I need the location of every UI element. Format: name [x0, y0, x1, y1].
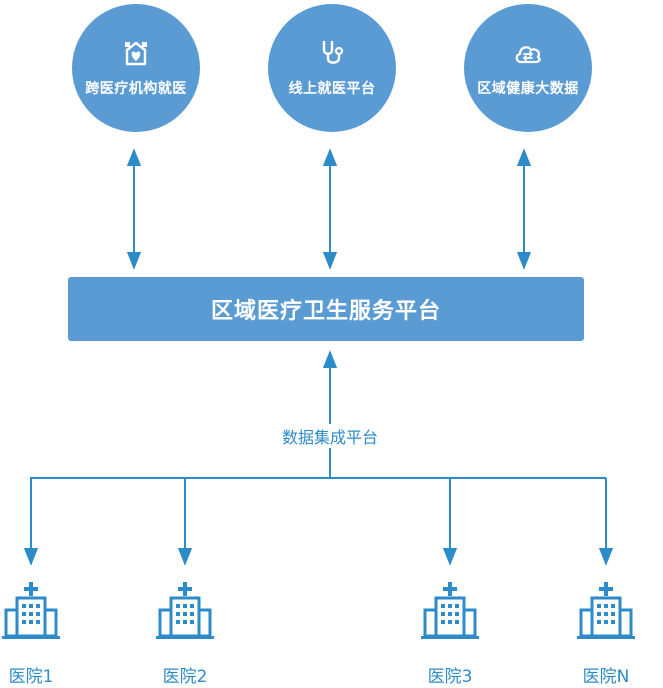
- service-label: 区域健康大数据: [477, 81, 579, 97]
- hospital-building-icon: [577, 582, 635, 639]
- service-node-online: 线上就医平台: [268, 4, 396, 132]
- service-node-cross-institution: 跨医疗机构就医: [72, 4, 200, 132]
- stethoscope-icon: [322, 40, 344, 64]
- regional-platform-bar: 区域医疗卫生服务平台: [68, 277, 584, 341]
- hospital-label: 医院2: [162, 667, 208, 687]
- hospital-building-icon: [156, 582, 214, 639]
- cloud-sync-icon: [515, 46, 541, 64]
- service-node-bigdata: 区域健康大数据: [464, 4, 592, 132]
- hospital-label: 医院1: [8, 667, 54, 687]
- service-label: 线上就医平台: [288, 81, 376, 97]
- service-label: 跨医疗机构就医: [85, 81, 187, 97]
- hospital-label: 医院3: [427, 667, 473, 687]
- integration-label: 数据集成平台: [230, 424, 430, 448]
- platform-label: 区域医疗卫生服务平台: [210, 299, 441, 324]
- hospital-heart-icon: [125, 41, 147, 66]
- hospital-label: 医院N: [582, 667, 630, 687]
- hospital-building-icon: [421, 582, 479, 639]
- hospital-building-icon: [2, 582, 60, 639]
